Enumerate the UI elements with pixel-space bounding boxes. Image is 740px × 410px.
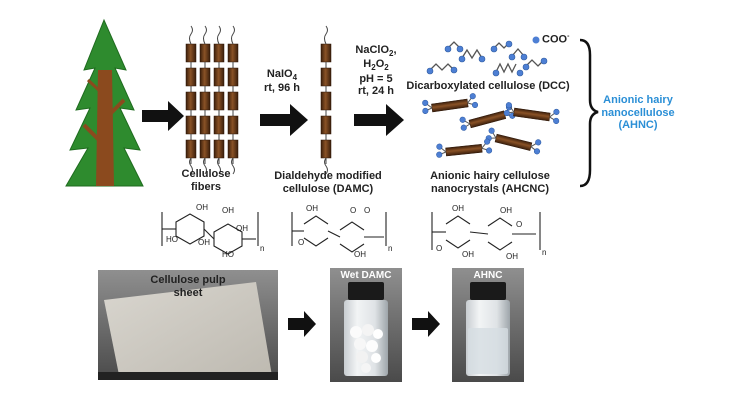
- damc-label: Dialdehyde modified cellulose (DAMC): [268, 170, 388, 195]
- label-line: (AHNC): [618, 119, 658, 132]
- ho-label: HO: [166, 235, 178, 244]
- subscript: 2: [389, 49, 394, 59]
- cellulose-fibers-icon: [185, 25, 239, 175]
- label-line: nanocrystals (AHCNC): [431, 182, 549, 195]
- label-line: Anionic hairy: [603, 94, 673, 106]
- label-line: fibers: [191, 180, 221, 193]
- dcc-structure: [431, 212, 541, 251]
- reagent-text: NaClO: [355, 44, 390, 56]
- cellulose-structure: [161, 212, 259, 255]
- superscript: -: [567, 33, 570, 40]
- oh-label: OH: [222, 206, 234, 215]
- coo-text: COO: [542, 33, 568, 46]
- subscript: 2: [384, 63, 389, 73]
- arrow-icon: [142, 101, 184, 131]
- o-label: O: [364, 206, 371, 215]
- wet-damc-vial-photo: [330, 268, 402, 382]
- label-line: Anionic hairy cellulose: [430, 170, 550, 182]
- oh-label: OH: [462, 250, 474, 259]
- label-line: Dicarboxylated cellulose (DCC): [406, 80, 570, 92]
- step2-reagent1: NaClO2,: [355, 44, 397, 59]
- step1-time: rt, 96 h: [263, 82, 301, 95]
- subscript-n: n: [542, 248, 547, 257]
- arrow-icon: [288, 311, 316, 337]
- ahnc-label: Anionic hairy nanocellulose (AHNC): [596, 94, 680, 132]
- tree-icon: [65, 18, 144, 187]
- step1-conditions: NaIO4 rt, 96 h: [254, 68, 310, 95]
- pulp-sheet-photo: [98, 270, 278, 380]
- label-line: Dialdehyde modified: [274, 170, 382, 182]
- pulp-sheet-label: Cellulose pulp sheet: [128, 274, 248, 299]
- oh-label: OH: [506, 252, 518, 261]
- label-line: Cellulose: [181, 168, 231, 180]
- damc-structure: [291, 212, 387, 253]
- subscript-n: n: [260, 244, 265, 253]
- oh-label: OH: [354, 250, 366, 259]
- o-label: O: [350, 206, 357, 215]
- o-label: O: [516, 220, 523, 229]
- wet-damc-label: Wet DAMC: [340, 270, 392, 281]
- oh-label: OH: [306, 204, 318, 213]
- grouping-brace: [579, 38, 599, 188]
- step2-ph: pH = 5: [359, 72, 393, 85]
- step2-conditions: NaClO2, H2O2 pH = 5 rt, 24 h: [346, 44, 406, 98]
- ahcnc-label: Anionic hairy cellulose nanocrystals (AH…: [420, 170, 560, 195]
- label-line: cellulose (DAMC): [282, 182, 374, 195]
- arrow-icon: [260, 104, 308, 136]
- step2-reagent2: H2O2: [346, 58, 406, 72]
- reagent-text: O: [375, 58, 385, 71]
- label-line: sheet: [173, 286, 203, 299]
- subscript: 2: [371, 63, 376, 73]
- dcc-label: Dicarboxylated cellulose (DCC): [400, 80, 576, 93]
- reagent-text: NaIO: [266, 68, 293, 80]
- damc-fiber-icon: [320, 25, 332, 175]
- o-label: O: [298, 238, 305, 247]
- oh-label: OH: [500, 206, 512, 215]
- carboxylate-dots: [426, 40, 548, 77]
- ahnc-photo-label: AHNC: [473, 270, 503, 281]
- subscript: 4: [292, 73, 298, 83]
- step2-time: rt, 24 h: [357, 85, 395, 98]
- ahnc-vial-photo: [452, 268, 524, 382]
- ahcnc-rods-icon: [422, 93, 560, 158]
- label-line: Cellulose pulp: [150, 274, 226, 286]
- oh-label: OH: [196, 203, 208, 212]
- arrow-icon: [412, 311, 440, 337]
- ho-label: HO: [222, 250, 234, 259]
- oh-label: OH: [198, 238, 210, 247]
- carboxylate-legend-dot: [532, 36, 540, 44]
- cellulose-fibers-label: Cellulose fibers: [176, 168, 236, 193]
- oh-label: OH: [452, 204, 464, 213]
- o-label: O: [436, 244, 443, 253]
- label-line: nanocellulose: [601, 106, 675, 119]
- oh-label: OH: [236, 224, 248, 233]
- step1-reagent: NaIO4: [254, 68, 310, 82]
- coo-legend: COO-: [542, 33, 569, 46]
- subscript-n: n: [388, 244, 393, 253]
- arrow-icon: [354, 104, 404, 136]
- reagent-text: H: [363, 58, 372, 71]
